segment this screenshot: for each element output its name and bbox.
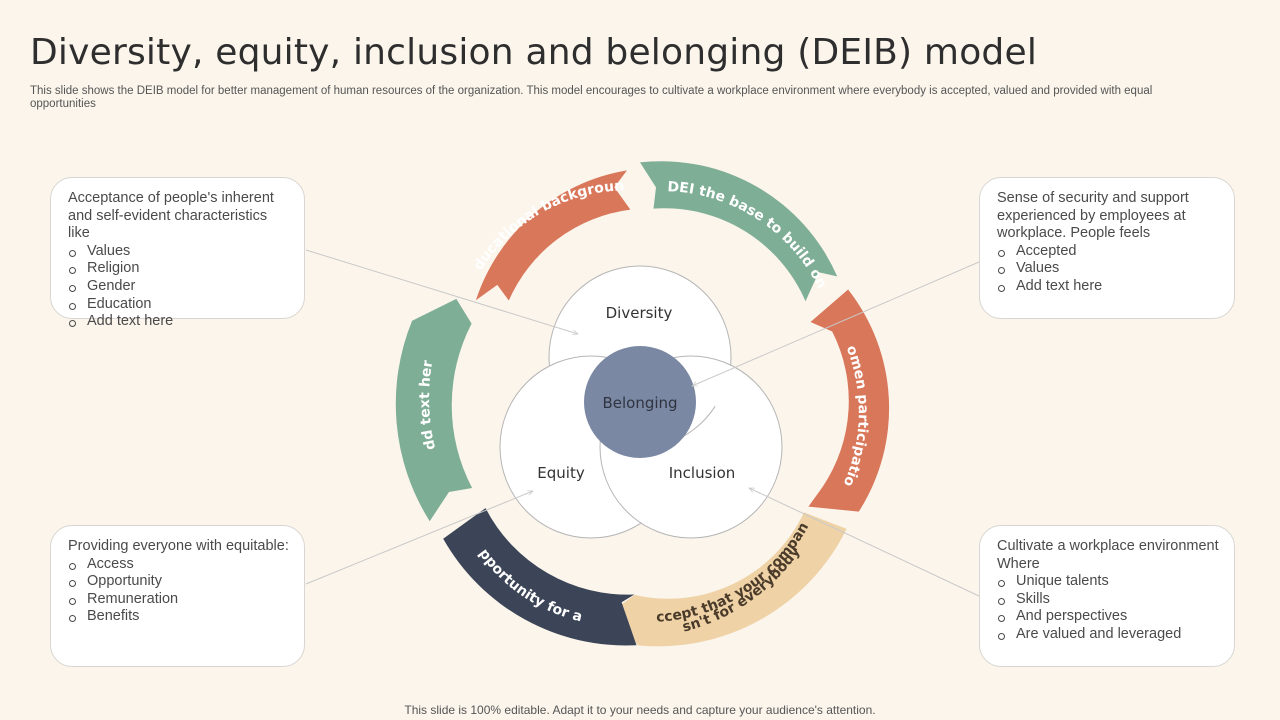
list-item: Skills (997, 591, 1220, 609)
list-item: Are valued and leveraged (997, 626, 1220, 644)
venn-label-equity: Equity (537, 464, 585, 482)
connector-line-equity (305, 491, 533, 585)
venn-label-belonging: Belonging (602, 394, 677, 412)
list-item: Religion (68, 260, 290, 278)
connector-line-diversity (305, 249, 578, 334)
list-item: Benefits (68, 608, 290, 626)
bullet-list: Accepted Values Add text here (997, 243, 1220, 296)
list-item: Unique talents (997, 573, 1220, 591)
arrow-dei-base (640, 161, 838, 302)
slide-subtitle: This slide shows the DEIB model for bett… (30, 85, 1153, 110)
venn-label-inclusion: Inclusion (669, 464, 736, 482)
arrow-opportunity (443, 508, 637, 646)
text-box-belonging: Sense of security and support experience… (979, 177, 1235, 319)
bullet-list: Access Opportunity Remuneration Benefits (68, 556, 290, 626)
list-item: Access (68, 556, 290, 574)
list-item: And perspectives (997, 608, 1220, 626)
list-item: Add text here (68, 313, 290, 331)
venn-label-diversity: Diversity (606, 304, 673, 322)
bullet-list: Unique talents Skills And perspectives A… (997, 573, 1220, 643)
text-box-equity: Providing everyone with equitable: Acces… (50, 525, 305, 667)
arrow-educational-background (475, 170, 631, 301)
text-box-inclusion: Cultivate a workplace environment Where … (979, 525, 1235, 667)
list-item: Opportunity (68, 573, 290, 591)
box-intro: Acceptance of people's inherent and self… (68, 190, 274, 242)
box-intro: Providing everyone with equitable: (68, 538, 289, 554)
connector-line-inclusion (749, 487, 980, 597)
list-item: Add text here (997, 278, 1220, 296)
arrow-women-participation (808, 289, 890, 512)
text-box-diversity: Acceptance of people's inherent and self… (50, 177, 305, 329)
slide-title: Diversity, equity, inclusion and belongi… (30, 32, 1038, 73)
box-intro: Cultivate a workplace environment Where (997, 538, 1219, 572)
box-intro: Sense of security and support experience… (997, 190, 1189, 242)
list-item: Remuneration (68, 591, 290, 609)
connector-line-belonging (692, 261, 980, 387)
belonging-circle (584, 346, 696, 458)
arrow-accept-company (612, 512, 847, 647)
list-item: Education (68, 296, 290, 314)
bullet-list: Values Religion Gender Education Add tex… (68, 243, 290, 331)
arrow-add-text (395, 298, 473, 522)
list-item: Values (68, 243, 290, 261)
list-item: Accepted (997, 243, 1220, 261)
list-item: Values (997, 260, 1220, 278)
list-item: Gender (68, 278, 290, 296)
slide-footer: This slide is 100% editable. Adapt it to… (404, 703, 876, 717)
